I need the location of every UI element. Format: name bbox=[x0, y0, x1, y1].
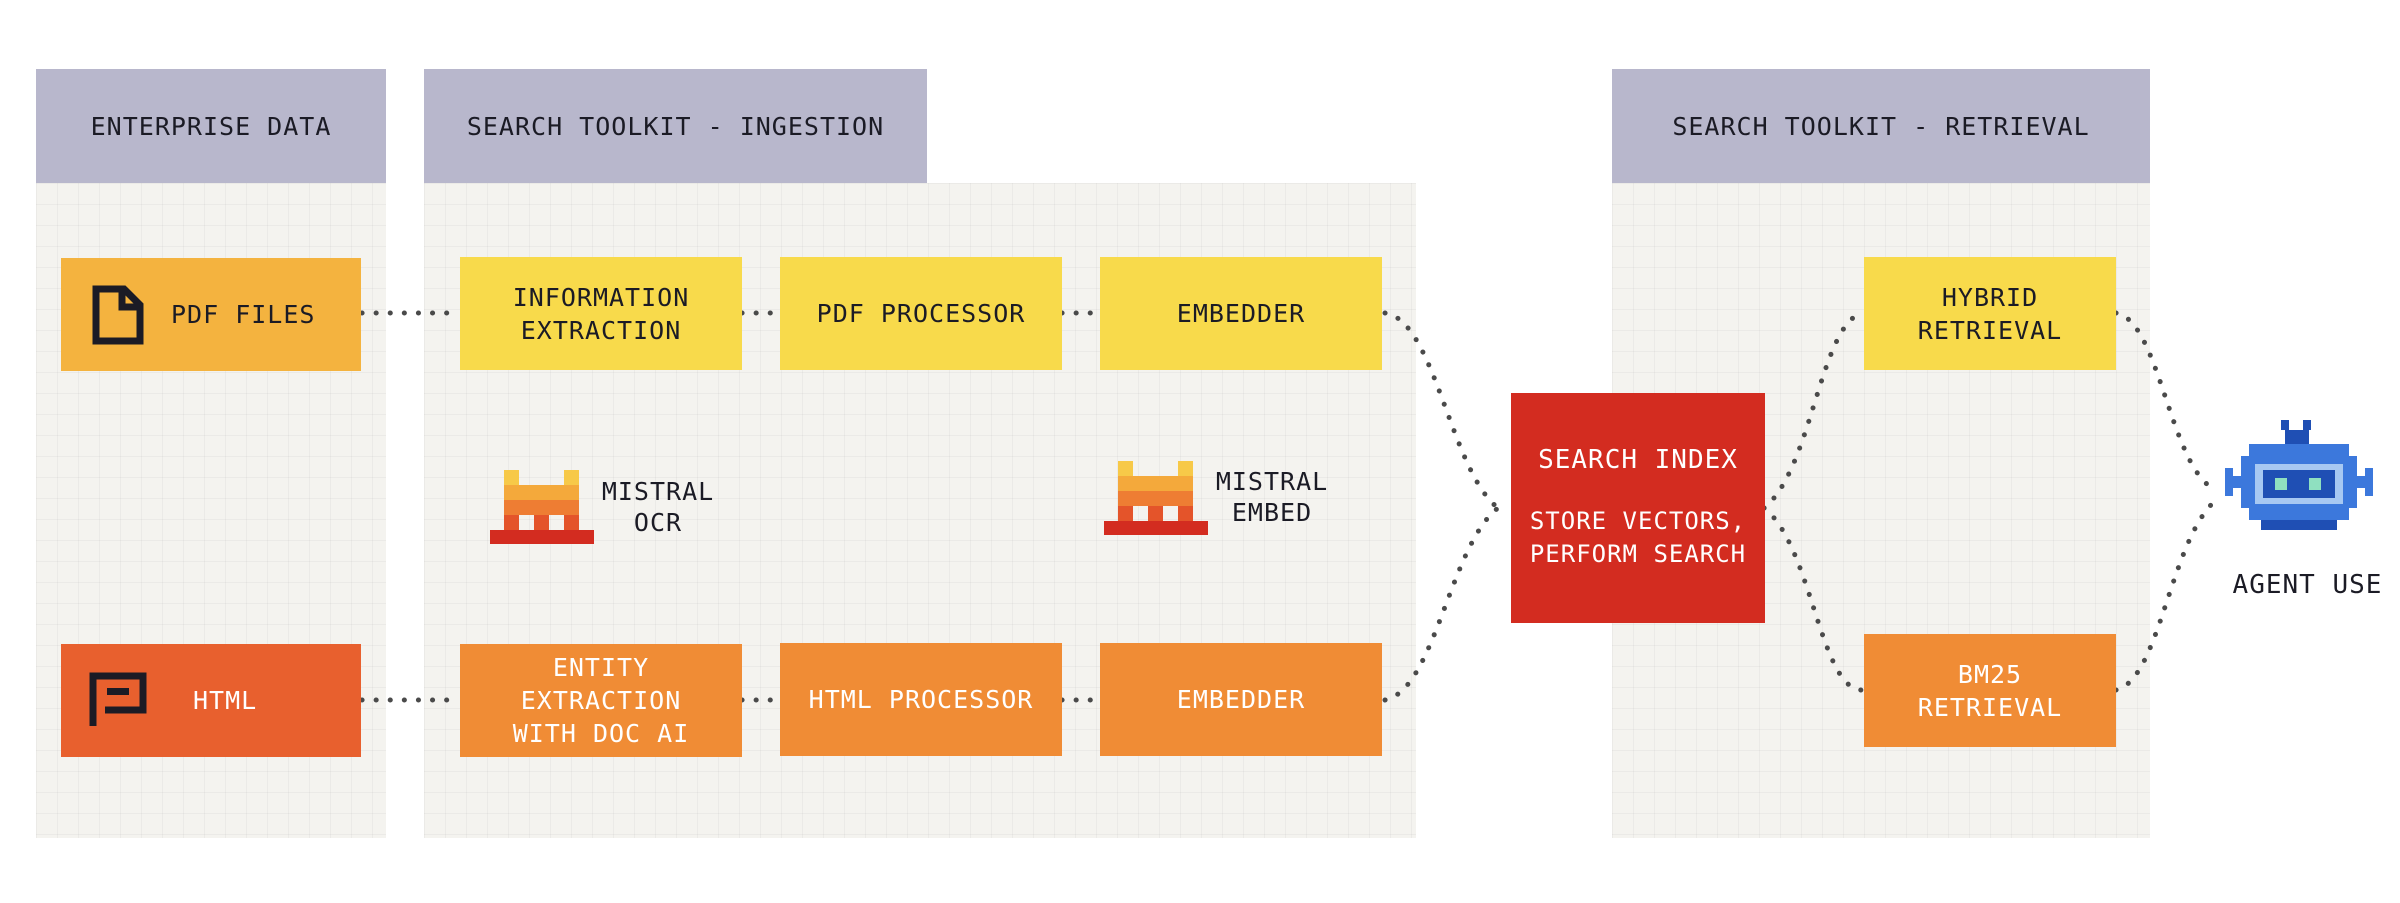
search-index-title: SEARCH INDEX bbox=[1538, 445, 1738, 475]
search-index-description: STORE VECTORS, PERFORM SEARCH bbox=[1529, 507, 1747, 568]
mistral-embed-label: MISTRAL EMBED bbox=[1215, 467, 1329, 527]
connector-embedder-top-to-index bbox=[1382, 310, 1501, 511]
enterprise-data-header: ENTERPRISE DATA bbox=[36, 69, 386, 183]
document-icon bbox=[92, 285, 144, 344]
entity-extraction-box: ENTITY EXTRACTION WITH DOC AI bbox=[460, 644, 742, 757]
embedder-box-html: EMBEDDER bbox=[1100, 643, 1382, 756]
mistral-ocr-label: MISTRAL OCR bbox=[601, 477, 715, 537]
mistral-logo-icon bbox=[1104, 461, 1208, 535]
ingestion-header: SEARCH TOOLKIT - INGESTION bbox=[424, 69, 927, 183]
pdf-files-label: PDF FILES bbox=[171, 300, 316, 329]
retrieval-header: SEARCH TOOLKIT - RETRIEVAL bbox=[1612, 69, 2150, 183]
bm25-retrieval-box: BM25 RETRIEVAL bbox=[1864, 634, 2116, 747]
connector-index-to-bm25 bbox=[1761, 505, 1865, 693]
pdf-files-source: PDF FILES bbox=[61, 258, 361, 371]
embedder-box-pdf: EMBEDDER bbox=[1100, 257, 1382, 370]
robot-icon bbox=[2225, 420, 2373, 530]
connector-embedder-bottom-to-index bbox=[1382, 505, 1501, 703]
html-source: HTML bbox=[61, 644, 361, 757]
mistral-ocr-brand: MISTRAL OCR bbox=[490, 470, 730, 545]
connector-index-to-hybrid bbox=[1761, 310, 1865, 511]
chat-bubble-icon bbox=[89, 672, 147, 726]
agent-use: AGENT USE bbox=[2215, 420, 2400, 610]
connector-hybrid-to-agent bbox=[2113, 310, 2219, 493]
agent-use-label: AGENT USE bbox=[2232, 570, 2383, 600]
search-index-box: SEARCH INDEX STORE VECTORS, PERFORM SEAR… bbox=[1511, 393, 1765, 623]
html-label: HTML bbox=[193, 686, 258, 715]
information-extraction-box: INFORMATION EXTRACTION bbox=[460, 257, 742, 370]
connector-bm25-to-agent bbox=[2113, 497, 2219, 693]
mistral-logo-icon bbox=[490, 470, 594, 544]
pdf-processor-box: PDF PROCESSOR bbox=[780, 257, 1062, 370]
hybrid-retrieval-box: HYBRID RETRIEVAL bbox=[1864, 257, 2116, 370]
mistral-embed-brand: MISTRAL EMBED bbox=[1104, 461, 1344, 536]
html-processor-box: HTML PROCESSOR bbox=[780, 643, 1062, 756]
